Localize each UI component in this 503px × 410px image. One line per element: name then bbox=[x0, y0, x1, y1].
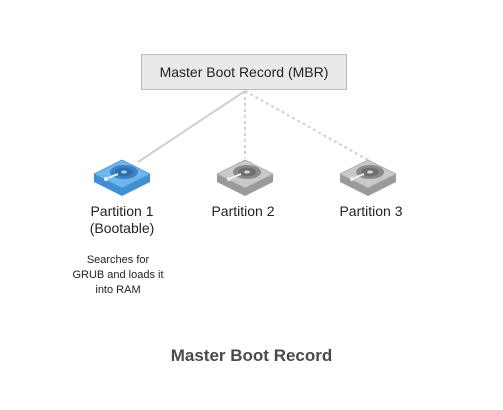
partition-3-name: Partition 3 bbox=[339, 203, 403, 219]
partition-1-label: Partition 1 (Bootable) bbox=[57, 203, 187, 237]
partition-1-bootable: (Bootable) bbox=[89, 220, 155, 236]
hard-drive-icon bbox=[339, 159, 397, 196]
partition-3-label: Partition 3 bbox=[306, 203, 436, 220]
partition-2-label: Partition 2 bbox=[178, 203, 308, 220]
connector-partition-1 bbox=[137, 90, 246, 163]
partition-2-name: Partition 2 bbox=[211, 203, 275, 219]
diagram-title: Master Boot Record bbox=[170, 346, 333, 365]
partition-1-note-line: into RAM bbox=[95, 284, 141, 296]
partition-1-note-line: GRUB and loads it bbox=[72, 269, 164, 281]
mbr-node: Master Boot Record (MBR) bbox=[141, 54, 347, 90]
connector-partition-3 bbox=[244, 90, 369, 161]
hard-drive-icon bbox=[216, 159, 274, 196]
mbr-label: Master Boot Record (MBR) bbox=[159, 64, 329, 80]
hard-drive-icon bbox=[93, 159, 151, 196]
partition-1-note: Searches for GRUB and loads it into RAM bbox=[53, 253, 183, 298]
partition-1-name: Partition 1 bbox=[90, 203, 154, 219]
partition-1-note-line: Searches for bbox=[86, 254, 150, 266]
